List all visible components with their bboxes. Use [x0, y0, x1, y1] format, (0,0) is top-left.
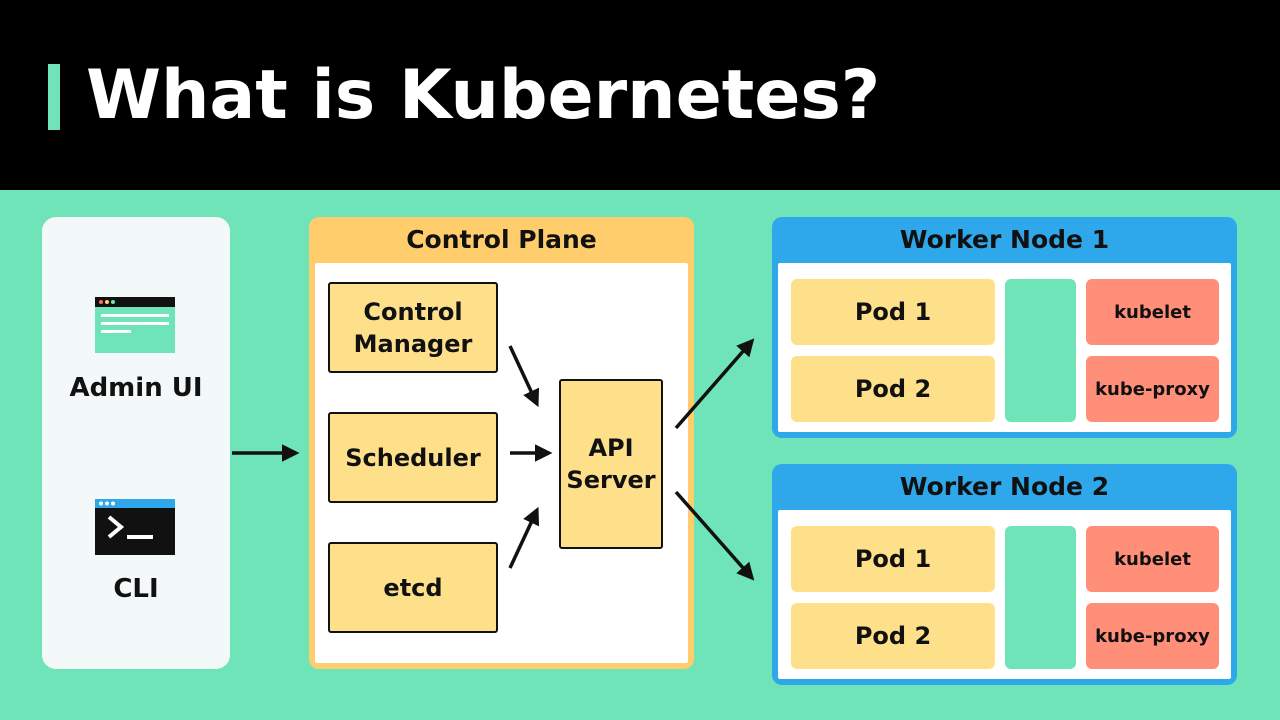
api-to-worker-node-2-arrow	[674, 490, 755, 581]
worker-node-1-kube-proxy: kube-proxy	[1086, 356, 1219, 422]
worker-node-2: Worker Node 2 Pod 1 Pod 2 kubelet kube-p…	[772, 464, 1237, 685]
worker-node-2-container-runtime	[1005, 526, 1076, 669]
api-server-box: API Server	[559, 379, 663, 549]
worker-node-1-pod-1: Pod 1	[791, 279, 995, 345]
control-plane-title: Control Plane	[406, 225, 597, 254]
title-accent-bar	[48, 64, 60, 130]
header: What is Kubernetes?	[0, 0, 1280, 190]
worker-node-2-pod-1: Pod 1	[791, 526, 995, 592]
worker-node-1: Worker Node 1 Pod 1 Pod 2 kubelet kube-p…	[772, 217, 1237, 438]
terminal-icon	[95, 499, 175, 555]
control-manager-to-api-arrow	[508, 345, 540, 408]
worker-node-2-title: Worker Node 2	[899, 472, 1110, 501]
page-title: What is Kubernetes?	[86, 56, 881, 135]
worker-node-2-kubelet: kubelet	[1086, 526, 1219, 592]
worker-node-1-title: Worker Node 1	[899, 225, 1110, 254]
worker-node-1-body: Pod 1 Pod 2 kubelet kube-proxy	[778, 263, 1231, 432]
control-manager-box: Control Manager	[328, 282, 498, 373]
worker-node-2-body: Pod 1 Pod 2 kubelet kube-proxy	[778, 510, 1231, 679]
worker-node-1-pod-2: Pod 2	[791, 356, 995, 422]
etcd-box: etcd	[328, 542, 498, 633]
etcd-to-api-arrow	[508, 506, 540, 569]
cli-label: CLI	[113, 574, 159, 604]
api-to-worker-node-1-arrow	[674, 338, 755, 430]
client-panel: Admin UI CLI	[42, 217, 230, 669]
admin-ui-label: Admin UI	[69, 373, 203, 403]
scheduler-box: Scheduler	[328, 412, 498, 503]
worker-node-1-container-runtime	[1005, 279, 1076, 422]
browser-window-icon	[95, 297, 175, 353]
worker-node-1-kubelet: kubelet	[1086, 279, 1219, 345]
worker-node-2-pod-2: Pod 2	[791, 603, 995, 669]
worker-node-2-kube-proxy: kube-proxy	[1086, 603, 1219, 669]
